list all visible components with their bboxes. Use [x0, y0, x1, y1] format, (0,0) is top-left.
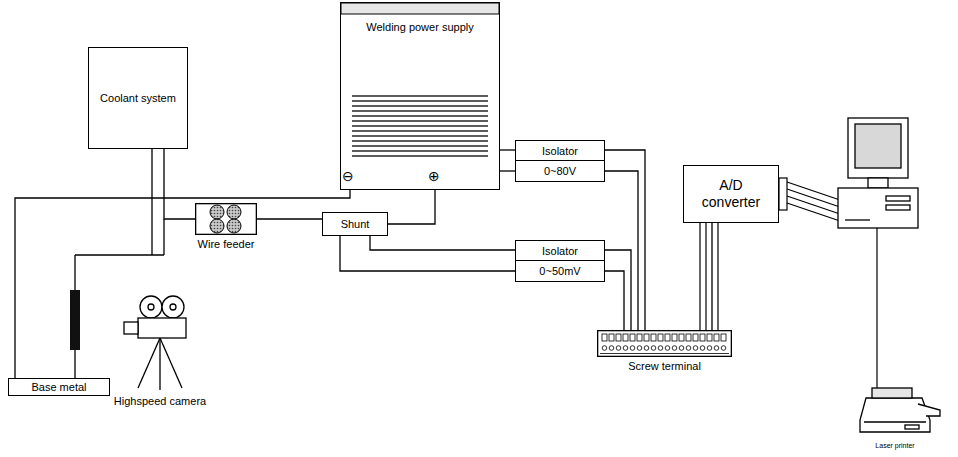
- box-label: Base metal: [31, 381, 86, 393]
- wire: [164, 149, 195, 219]
- wire: [340, 236, 515, 271]
- range-box: 0~80V: [515, 160, 605, 182]
- wire: [605, 250, 631, 330]
- feeder-rollers: [195, 203, 257, 235]
- adc-connector: [779, 178, 787, 210]
- box-label: Wire feeder: [198, 238, 255, 250]
- box-label: Coolant system: [100, 92, 176, 104]
- terminal-strip: [597, 330, 732, 357]
- box-label: 0~80V: [544, 165, 576, 177]
- terminal-symbol: ⊖: [342, 169, 354, 183]
- screw-terminal: Screw terminal: [597, 330, 732, 372]
- wire: [605, 150, 645, 330]
- device-label: Laser printer: [860, 442, 930, 449]
- wire: [257, 218, 322, 219]
- isolator-box: Isolator: [515, 140, 605, 161]
- welding-torch: [70, 290, 80, 350]
- range-box: 0~50mV: [515, 260, 605, 282]
- psu-grille: [352, 95, 488, 157]
- psu-lid: [341, 3, 499, 14]
- data-wires: [700, 223, 718, 330]
- wire: [15, 190, 350, 378]
- wire: [605, 171, 638, 330]
- wire: [711, 223, 712, 330]
- wire: [500, 149, 515, 150]
- box-label: Isolator: [542, 245, 578, 257]
- wire-feeder: Wire feeder: [195, 203, 257, 250]
- box-label: A/D converter: [694, 177, 768, 211]
- camera-icon: [124, 296, 186, 390]
- box-label: 0~50mV: [539, 265, 580, 277]
- box-label: Shunt: [341, 218, 370, 230]
- shunt-box: Shunt: [322, 212, 388, 236]
- box-label: Screw terminal: [628, 360, 701, 372]
- system-box: Coolant system: [88, 47, 188, 149]
- converter-box: A/D converter: [683, 165, 779, 223]
- wire: [605, 271, 624, 330]
- box-label: Welding power supply: [366, 21, 473, 33]
- printer-icon: [860, 388, 940, 432]
- coolant-hoses: [75, 149, 164, 378]
- wire: [500, 170, 515, 171]
- computer-icon: [838, 118, 918, 228]
- terminal-symbol: ⊕: [428, 169, 440, 183]
- isolator-box: Isolator: [515, 240, 605, 261]
- power-supply-box: Welding power supply: [340, 2, 500, 190]
- wire: [388, 190, 435, 224]
- wire: [370, 236, 515, 250]
- device-label: Highspeed camera: [105, 396, 215, 407]
- base-metal-plate: Base metal: [8, 378, 110, 396]
- box-label: Isolator: [542, 145, 578, 157]
